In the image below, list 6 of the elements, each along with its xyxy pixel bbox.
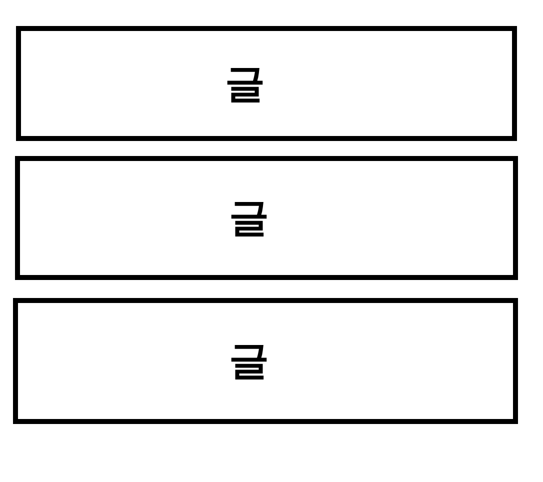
box-label: 글 bbox=[229, 198, 269, 238]
text-box bbox=[15, 156, 518, 280]
text-box bbox=[13, 298, 518, 424]
text-box bbox=[16, 26, 517, 141]
box-label: 글 bbox=[225, 64, 265, 104]
box-label: 글 bbox=[229, 341, 269, 381]
